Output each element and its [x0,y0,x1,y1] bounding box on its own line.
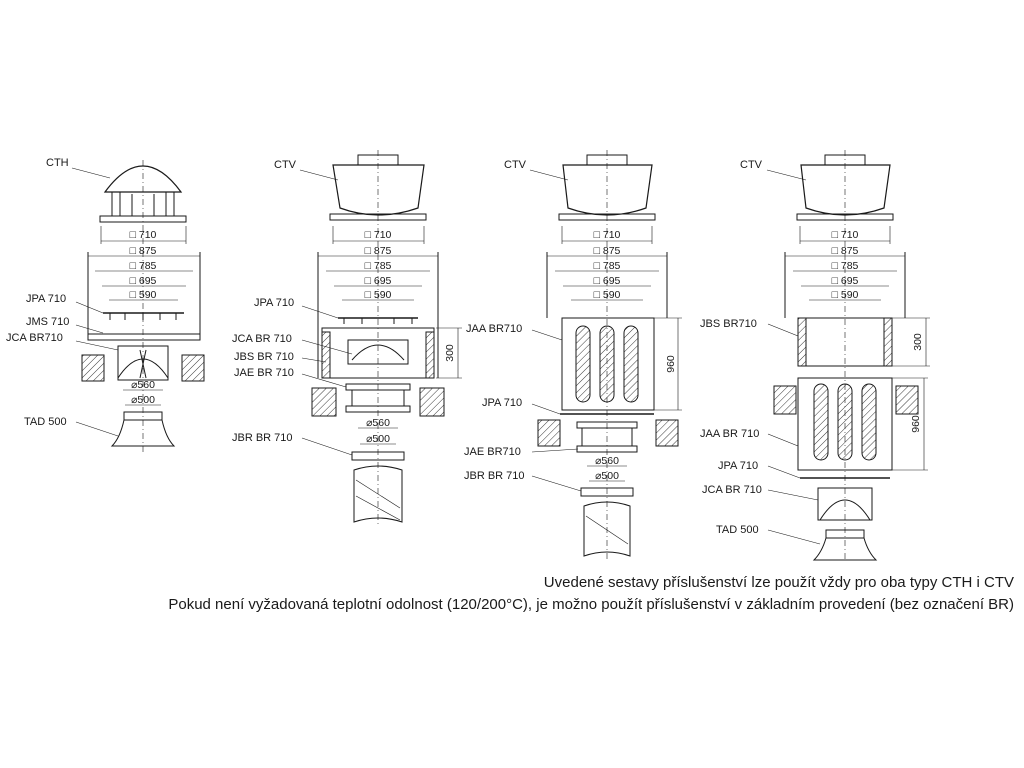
dim-875: □ 875 [130,245,157,257]
roof-section-right [181,354,205,382]
dim-785: □ 785 [365,260,392,272]
dim-500: ⌀500 [595,470,619,482]
dim-695: □ 695 [365,275,392,287]
dim-710: □ 710 [594,229,621,241]
base-frame [87,252,201,341]
dim-560: ⌀560 [366,417,390,429]
dim-695: □ 695 [594,275,621,287]
assembly-ctv-3 [773,150,930,561]
label-jpa: JPA 710 [482,397,522,409]
dim-960: 960 [910,415,922,433]
assembly-ctv-2 [537,150,682,560]
roof-section-left [773,385,797,415]
note-line-2: Pokud není vyžadovaná teplotní odolnost … [168,596,1014,613]
fan-ctv [796,154,894,221]
dimension-710 [100,226,187,244]
dim-560: ⌀560 [595,455,619,467]
label-jpa: JPA 710 [26,293,66,305]
jaa-box [561,317,655,411]
jca-damper [347,339,409,365]
dimension-960 [892,377,928,471]
dim-695: □ 695 [832,275,859,287]
dim-710: □ 710 [365,229,392,241]
label-tad: TAD 500 [24,416,67,428]
label-jbs: JBS BR710 [700,318,757,330]
dim-785: □ 785 [832,260,859,272]
assembly-ctv-1 [311,150,462,525]
dimension-300 [892,317,930,367]
dimension-875 [88,255,200,301]
label-jbr: JBR BR 710 [232,432,293,444]
dim-300: 300 [912,333,924,351]
label-jca: JCA BR 710 [702,484,762,496]
dim-960: 960 [665,355,677,373]
dimension-300 [436,327,462,379]
label-jbr: JBR BR 710 [464,470,525,482]
jae-connector [345,383,411,413]
label-jpa: JPA 710 [254,297,294,309]
roof-section-left [311,387,337,417]
tad-flange [110,411,176,447]
assembly-cth [81,160,205,455]
dim-590: □ 590 [594,289,621,301]
jbs-box [797,317,893,367]
label-jae: JAE BR 710 [234,367,294,379]
dim-695: □ 695 [130,275,157,287]
leader-lines [71,167,821,545]
dim-590: □ 590 [130,289,157,301]
dim-710: □ 710 [130,229,157,241]
note-line-1: Uvedené sestavy příslušenství lze použít… [543,574,1014,591]
dim-500: ⌀500 [366,433,390,445]
fan-cth [99,165,187,223]
dim-500: ⌀500 [131,394,155,406]
jbr-ring [580,487,634,497]
label-jca: JCA BR 710 [232,333,292,345]
label-cth: CTH [46,157,69,169]
label-jca: JCA BR710 [6,332,63,344]
jca-damper [817,487,873,521]
dim-300: 300 [444,344,456,362]
jaa-box [797,377,893,471]
label-jaa: JAA BR 710 [700,428,759,440]
dim-785: □ 785 [594,260,621,272]
jca-damper [117,345,169,381]
dimension-960 [654,317,682,411]
label-jaa: JAA BR710 [466,323,522,335]
duct [353,465,403,523]
dim-875: □ 875 [832,245,859,257]
jbr-ring [351,451,405,461]
roof-section-right [419,387,445,417]
label-ctv: CTV [740,159,763,171]
dim-560: ⌀560 [131,379,155,391]
tad-flange [812,529,878,561]
label-tad: TAD 500 [716,524,759,536]
label-ctv: CTV [274,159,297,171]
dimension-labels: □ 710 □ 875 □ 785 □ 695 □ 590 ⌀560 ⌀500 … [130,229,924,482]
duct [583,501,631,557]
roof-section-right [895,385,919,415]
fan-ctv [329,154,427,221]
dim-590: □ 590 [365,289,392,301]
roof-section-left [537,419,561,447]
dim-875: □ 875 [365,245,392,257]
fan-ctv [558,154,656,221]
label-jpa: JPA 710 [718,460,758,472]
dim-785: □ 785 [130,260,157,272]
roof-section-right [655,419,679,447]
label-ctv: CTV [504,159,527,171]
label-jae: JAE BR710 [464,446,521,458]
jpa-plate [103,312,184,320]
dim-590: □ 590 [832,289,859,301]
jbs-box [321,327,435,379]
dim-710: □ 710 [832,229,859,241]
roof-section-left [81,354,105,382]
label-jbs: JBS BR 710 [234,351,294,363]
labels: CTH CTV CTV CTV JPA 710 JMS 710 JCA BR71… [6,157,763,536]
label-jms: JMS 710 [26,316,69,328]
dim-875: □ 875 [594,245,621,257]
